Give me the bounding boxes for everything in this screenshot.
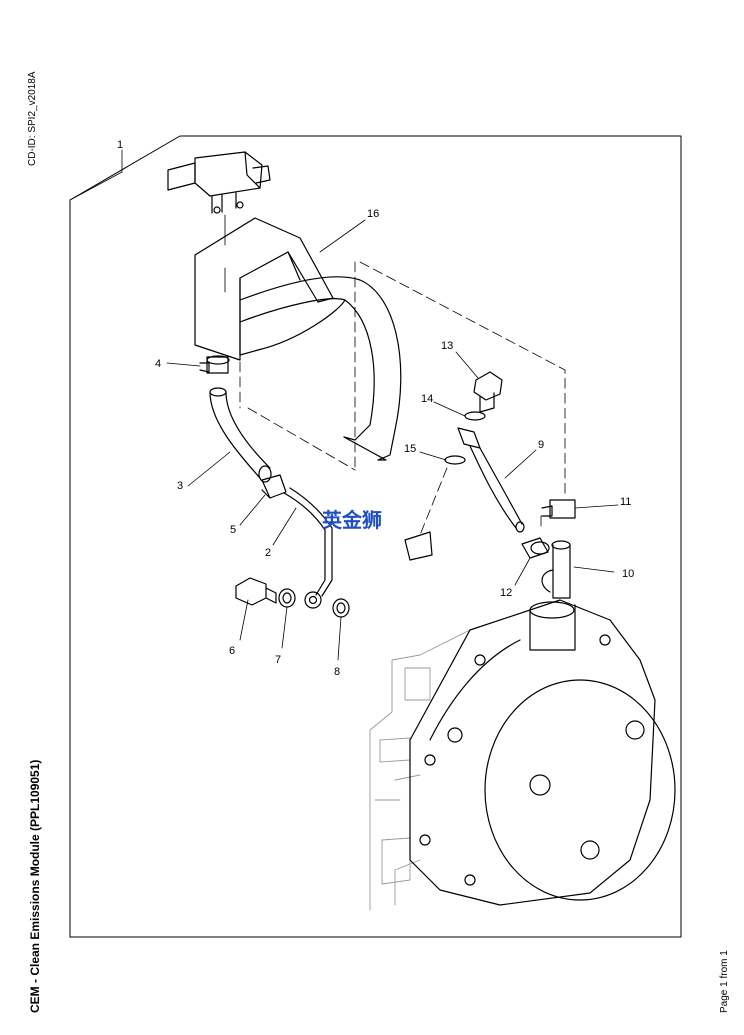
washer-14	[464, 411, 486, 421]
callout-1: 1	[117, 139, 123, 151]
callout-6: 6	[229, 645, 235, 657]
callout-11: 11	[620, 496, 631, 508]
callout-14: 14	[421, 393, 433, 405]
hose-clip-12	[521, 537, 550, 559]
washer-15	[444, 455, 466, 465]
pipe-9	[457, 427, 525, 533]
sensor-bracket	[194, 217, 402, 461]
callout-9: 9	[538, 439, 544, 451]
hose-10	[541, 540, 571, 599]
alignment-lines	[239, 261, 566, 536]
callout-12: 12	[500, 587, 512, 599]
vaporizer-housing	[409, 599, 676, 906]
callout-16: 16	[367, 208, 379, 220]
hose-clip-11	[541, 499, 576, 519]
washer-7	[278, 588, 296, 608]
callout-7: 7	[275, 654, 281, 666]
callout-13: 13	[441, 340, 453, 352]
banjo-bolt-13	[473, 371, 503, 413]
hose-3	[209, 391, 271, 479]
watermark-text: 英金狮	[322, 508, 382, 532]
callout-labels: 1 16 4 13 14 15 9 3 11 5 2 10 12 6 7 8	[117, 139, 634, 678]
washer-8	[332, 598, 350, 618]
callout-15: 15	[404, 443, 416, 455]
callout-10: 10	[622, 568, 634, 580]
pressure-sensor	[167, 151, 271, 214]
callout-2: 2	[265, 547, 271, 559]
crankcase-outline	[369, 629, 471, 911]
parts-frame	[69, 135, 682, 938]
callout-8: 8	[334, 666, 340, 678]
pipe-2	[283, 487, 333, 597]
callout-3: 3	[177, 480, 183, 492]
hose-clip-5	[261, 474, 287, 499]
hose-clip-4	[199, 355, 230, 374]
callout-4: 4	[155, 358, 161, 370]
leader-lines	[69, 149, 619, 661]
banjo-bolt-6	[235, 577, 277, 606]
callout-5: 5	[230, 524, 236, 536]
small-cup	[404, 531, 433, 561]
